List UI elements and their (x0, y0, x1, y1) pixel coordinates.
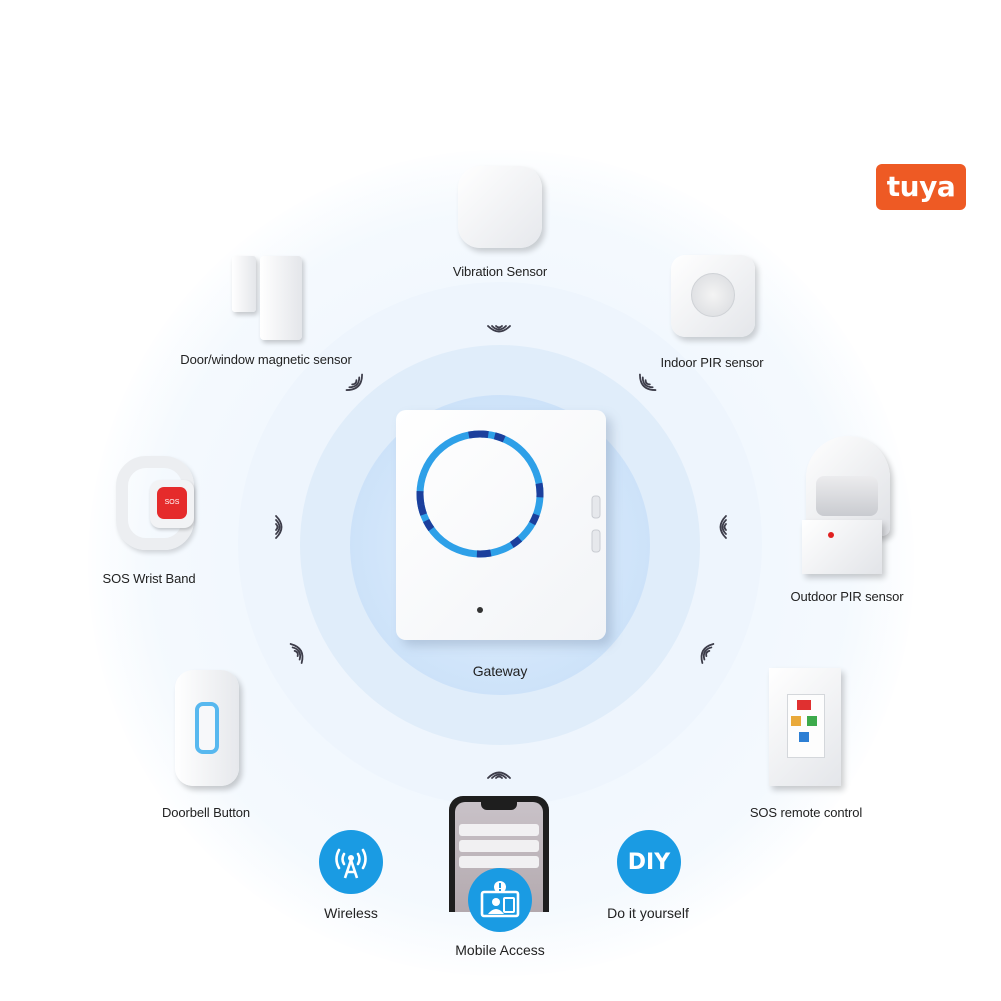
indoor-pir-label: Indoor PIR sensor (660, 355, 764, 370)
outdoor-pir-label: Outdoor PIR sensor (790, 589, 904, 604)
doorbell-button-device (175, 670, 239, 786)
vibration-sensor-label: Vibration Sensor (452, 264, 548, 279)
mobile-access-feature-label: Mobile Access (455, 942, 545, 958)
gateway-light-ring-icon (416, 430, 601, 613)
gateway-label: Gateway (472, 663, 528, 679)
mobile-access-feature-icon (468, 868, 532, 932)
sos-remote-label: SOS remote control (749, 805, 863, 820)
door-window-sensor-device (232, 256, 304, 340)
diy-feature-icon: DIY (617, 830, 681, 894)
signal-wave-icon (289, 643, 304, 664)
sos-wrist-band-label: SOS Wrist Band (102, 571, 196, 586)
doorbell-button-label: Doorbell Button (161, 805, 251, 820)
gateway-device (396, 410, 606, 640)
signal-wave-icon (487, 771, 511, 779)
sos-remote-device (769, 668, 841, 786)
vibration-sensor-device (458, 166, 542, 248)
outdoor-pir-device (802, 436, 892, 574)
signal-wave-icon (639, 373, 657, 391)
signal-wave-icon (345, 373, 363, 391)
wireless-feature-icon (319, 830, 383, 894)
wireless-feature-label: Wireless (324, 905, 378, 921)
signal-wave-icon (719, 515, 727, 539)
sos-button-icon: SOS (157, 487, 187, 519)
door-window-sensor-label: Door/window magnetic sensor (180, 352, 352, 367)
signal-wave-icon (487, 325, 511, 333)
tuya-logo: tuya (876, 164, 966, 210)
indoor-pir-device (671, 255, 755, 337)
diy-feature-label: Do it yourself (607, 905, 689, 921)
signal-wave-icon (700, 643, 715, 664)
signal-wave-icon (275, 515, 283, 539)
sos-wrist-band-device: SOS (116, 456, 196, 552)
